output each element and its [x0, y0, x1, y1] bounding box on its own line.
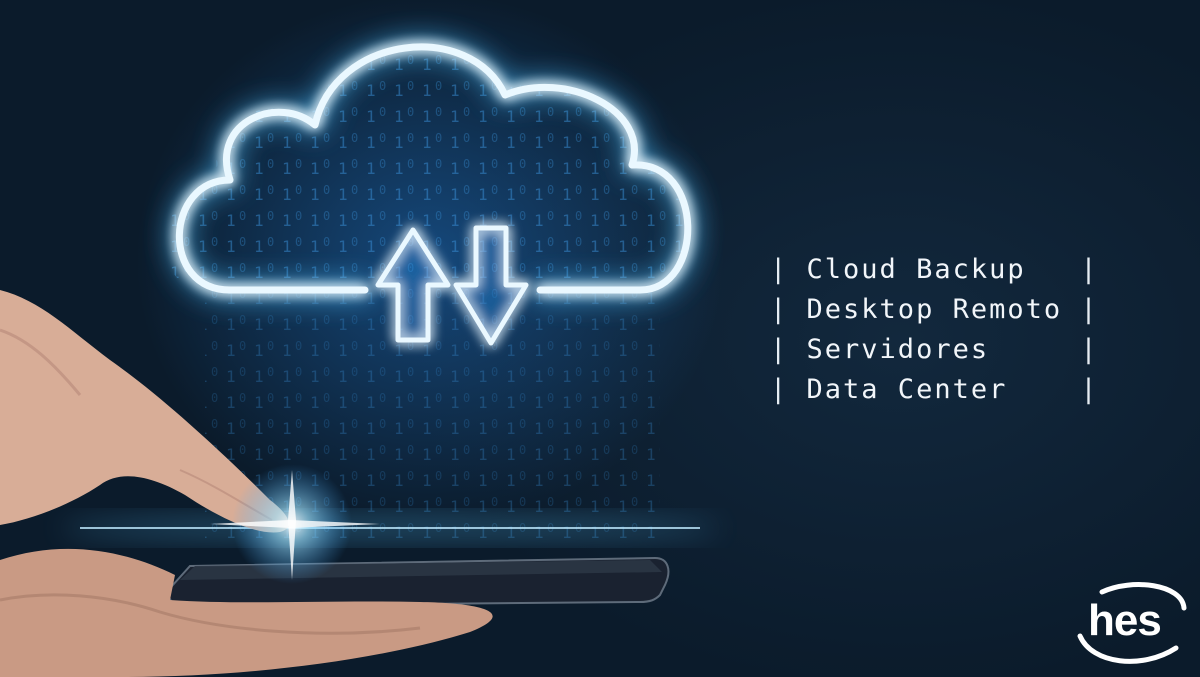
separator: | [1080, 334, 1099, 365]
hes-logo: hes [1072, 578, 1192, 668]
smartphone-icon [167, 556, 670, 608]
separator: | [1080, 254, 1099, 285]
service-label: Cloud Backup [806, 254, 1026, 285]
separator: | [1080, 374, 1099, 405]
upload-arrow-icon [375, 227, 451, 343]
service-data-center: | Data Center | [770, 370, 1099, 410]
logo-text: hes [1088, 596, 1162, 645]
separator: | [770, 294, 789, 325]
separator: | [1080, 294, 1099, 325]
service-desktop-remoto: | Desktop Remoto | [770, 290, 1099, 330]
hand-icon [0, 290, 493, 677]
service-servidores: | Servidores | [770, 330, 1099, 370]
services-list: | Cloud Backup | | Desktop Remoto | | Se… [770, 250, 1099, 410]
logo-swoosh-icon [1077, 582, 1187, 664]
download-arrow-icon [453, 225, 529, 346]
service-label: Data Center [806, 374, 1008, 405]
separator: | [770, 334, 789, 365]
separator: | [770, 254, 789, 285]
cloud-icon [172, 40, 695, 297]
separator: | [770, 374, 789, 405]
service-cloud-backup: | Cloud Backup | [770, 250, 1099, 290]
service-label: Servidores [806, 334, 990, 365]
service-label: Desktop Remoto [806, 294, 1063, 325]
